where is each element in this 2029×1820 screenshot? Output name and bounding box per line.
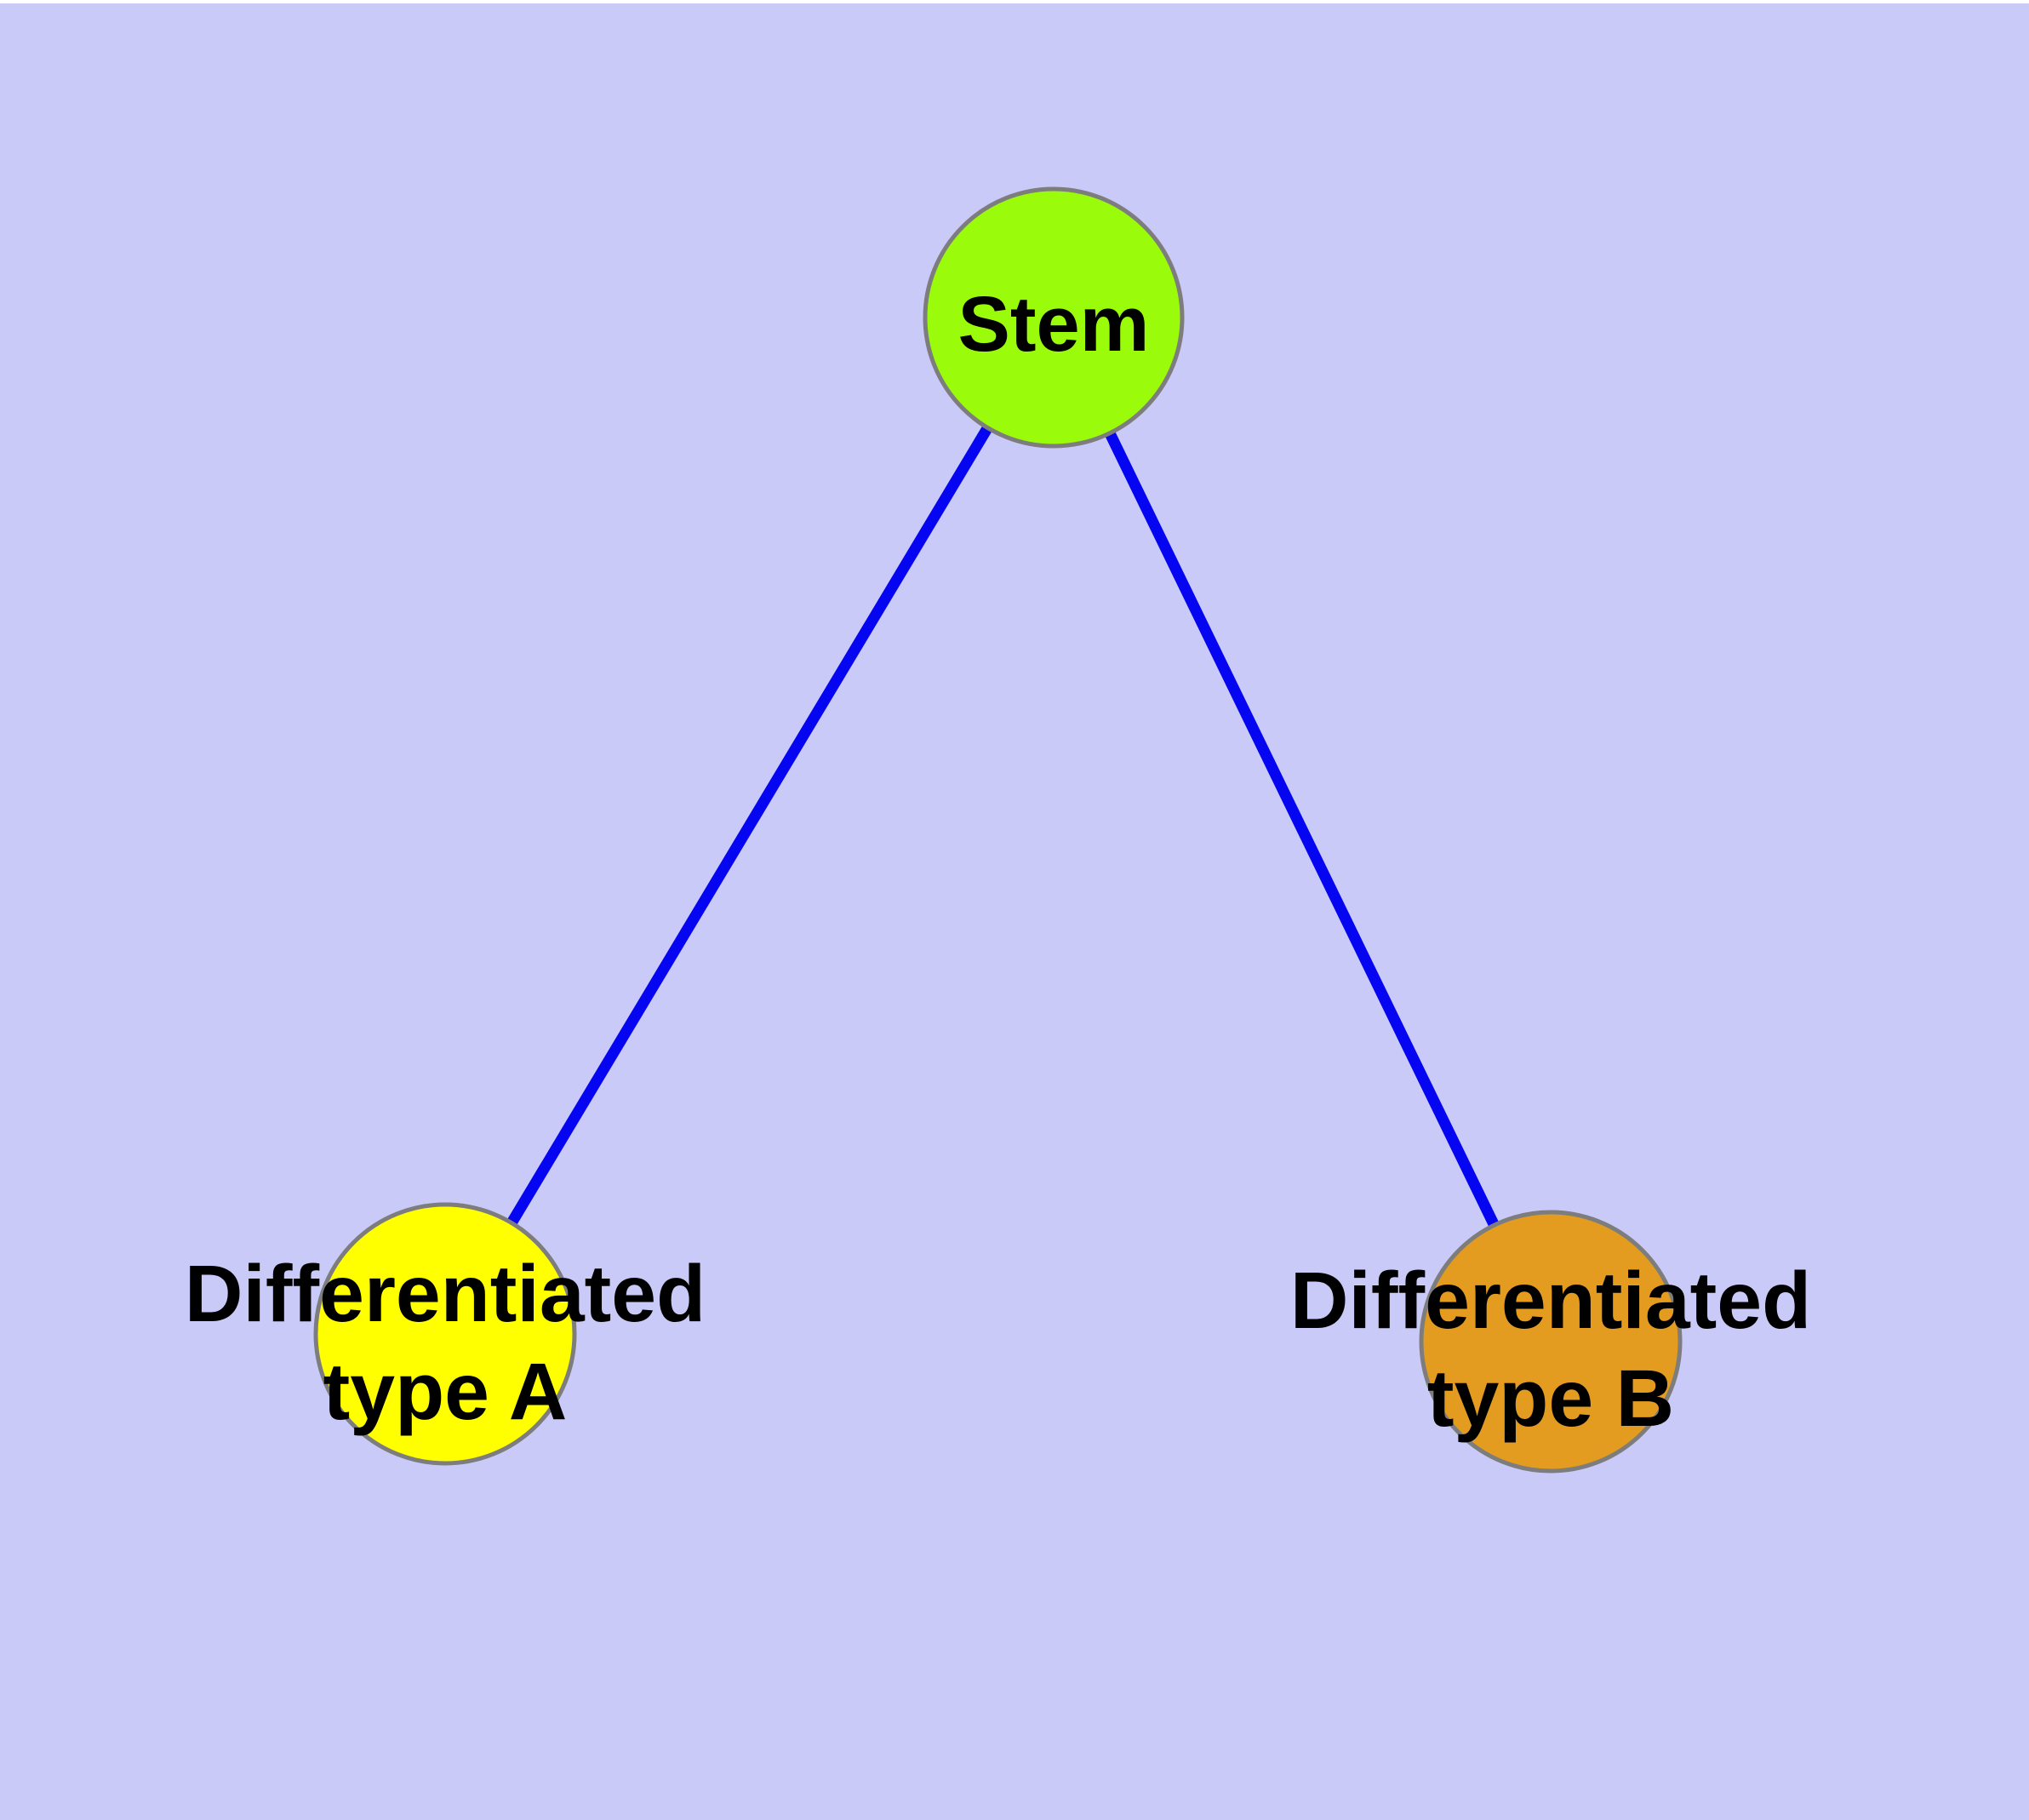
stem-node-label: Stem — [958, 281, 1150, 368]
differentiated-type-b-label-line2: type B — [1427, 1354, 1674, 1444]
differentiated-type-a-label-line1: Differentiated — [185, 1249, 706, 1339]
edge-stem-to-type-b — [1049, 315, 1556, 1344]
differentiated-type-b-label-line1: Differentiated — [1290, 1256, 1811, 1346]
stem-node — [923, 186, 1185, 449]
differentiated-type-b-node — [1419, 1210, 1683, 1474]
differentiated-type-a-node — [313, 1202, 577, 1466]
edge-stem-to-type-a — [440, 314, 1059, 1337]
differentiated-type-a-label-line2: type A — [323, 1347, 568, 1437]
